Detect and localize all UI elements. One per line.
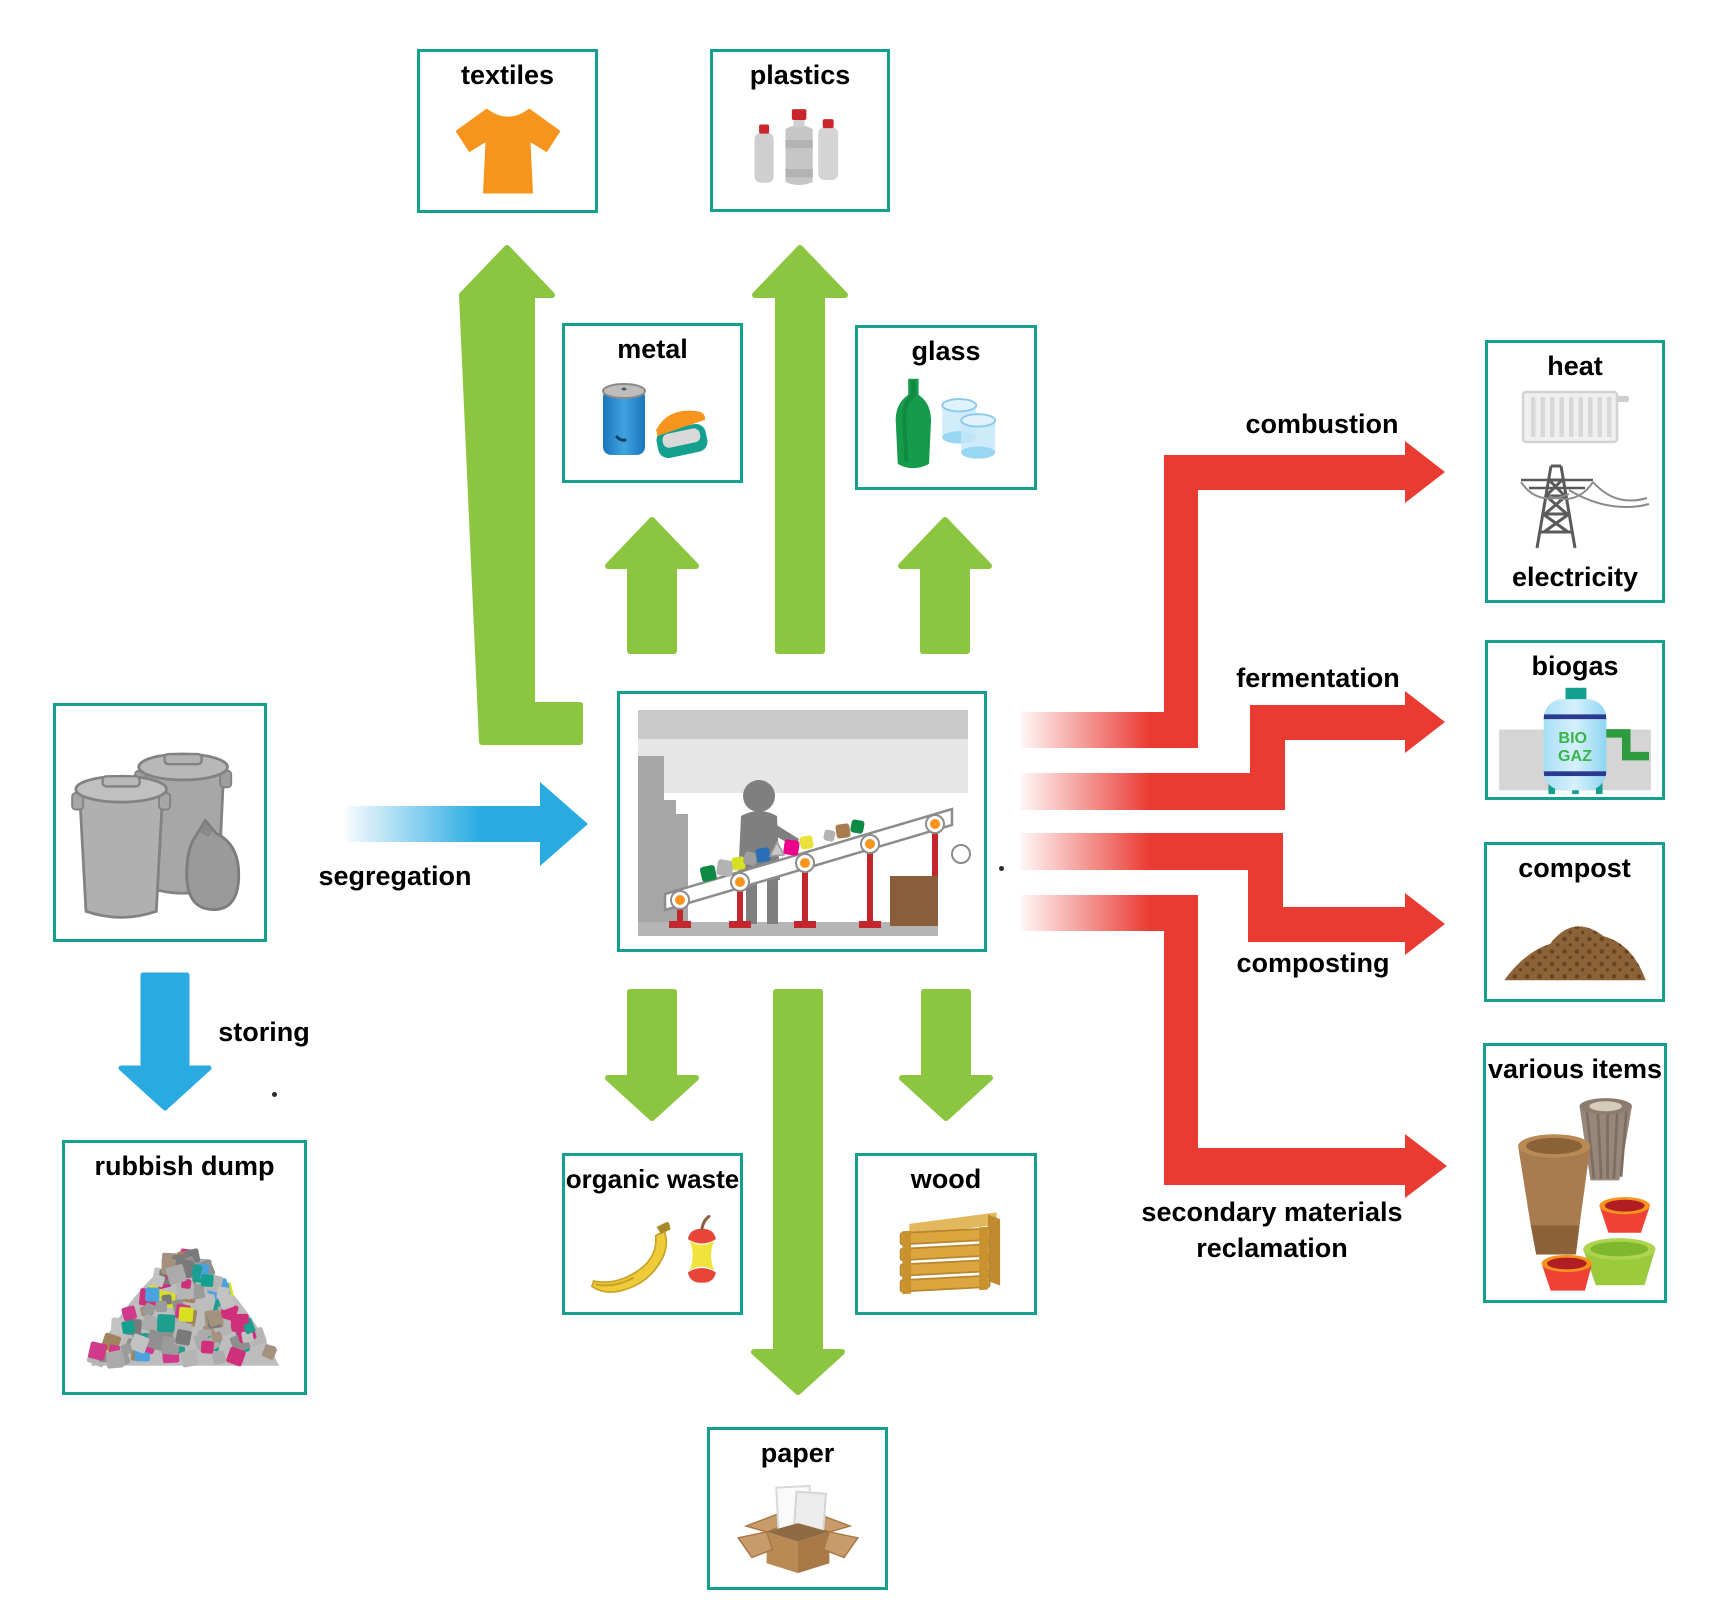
node-various-items: various items xyxy=(1483,1043,1667,1303)
biogas-tank-icon: BIO GAZ xyxy=(1499,687,1651,794)
node-rubbish-bins xyxy=(53,703,267,942)
various-items-label: various items xyxy=(1487,1054,1663,1084)
biogas-label: biogas xyxy=(1531,651,1619,681)
paper-box-icon xyxy=(736,1484,859,1574)
rubbish-pile-icon xyxy=(86,1248,279,1369)
node-organic-waste: organic waste xyxy=(562,1153,743,1315)
node-plastics: plastics xyxy=(710,49,890,212)
arrow-to-organic-waste xyxy=(605,989,699,1121)
various-items-icon xyxy=(1518,1097,1656,1291)
organic-waste-icon xyxy=(590,1214,716,1293)
node-heat-electricity: heat xyxy=(1485,340,1665,603)
wood-label: wood xyxy=(910,1164,982,1194)
label-composting: composting xyxy=(1236,948,1390,978)
electricity-pylon-icon xyxy=(1520,464,1650,549)
node-sorting-facility xyxy=(617,691,987,952)
plastic-bottles-icon xyxy=(754,109,839,185)
paper-label: paper xyxy=(760,1438,835,1468)
arrow-to-plastics xyxy=(752,245,848,654)
arrow-fermentation xyxy=(1020,691,1445,810)
arrow-storing xyxy=(118,972,212,1111)
node-compost: compost xyxy=(1484,842,1665,1002)
svg-text:BIO GAZ: BIO GAZ xyxy=(1558,728,1592,764)
rubbish-dump-label: rubbish dump xyxy=(94,1151,275,1181)
arrow-to-wood xyxy=(899,989,993,1121)
node-glass: glass xyxy=(855,325,1037,490)
label-secondary-line2: reclamation xyxy=(1196,1233,1348,1263)
label-segregation: segregation xyxy=(318,861,472,891)
label-fermentation: fermentation xyxy=(1236,663,1400,693)
radiator-icon xyxy=(1521,390,1629,444)
arrow-combustion xyxy=(1020,441,1445,748)
metal-label: metal xyxy=(617,334,688,364)
biogas-tank-text: BIO xyxy=(1558,728,1587,746)
tshirt-icon xyxy=(455,108,560,193)
label-combustion: combustion xyxy=(1245,409,1399,439)
compost-pile-icon xyxy=(1503,925,1646,980)
node-rubbish-dump: rubbish dump xyxy=(62,1140,307,1395)
arrow-to-metal xyxy=(605,517,699,654)
organic-waste-label: organic waste xyxy=(565,1164,740,1194)
node-paper: paper xyxy=(707,1427,888,1590)
arrow-to-paper xyxy=(751,989,845,1395)
biogas-tank-text: GAZ xyxy=(1558,746,1592,764)
label-storing: storing xyxy=(218,1017,310,1047)
node-metal: metal xyxy=(562,323,743,483)
arrow-composting xyxy=(1020,833,1445,955)
textiles-label: textiles xyxy=(460,60,555,90)
arrow-to-textiles xyxy=(459,245,583,745)
trash-bins-icon xyxy=(71,752,241,919)
arrow-segregation xyxy=(345,782,588,866)
glass-label: glass xyxy=(911,336,981,366)
compost-label: compost xyxy=(1518,853,1631,883)
glass-bottle-icon xyxy=(895,378,997,469)
stray-dot xyxy=(272,1092,277,1097)
label-secondary-line1: secondary materials xyxy=(1141,1197,1403,1227)
node-biogas: biogas BIO GAZ xyxy=(1485,640,1665,800)
sorting-facility-icon xyxy=(638,710,971,936)
plastics-label: plastics xyxy=(749,60,851,90)
node-wood: wood xyxy=(855,1153,1037,1315)
wood-crate-icon xyxy=(899,1211,1001,1294)
node-textiles: textiles xyxy=(417,49,598,213)
arrow-secondary-materials xyxy=(1020,895,1447,1198)
heat-label: heat xyxy=(1547,351,1603,381)
metal-cans-icon xyxy=(601,382,708,458)
label-secondary-materials: secondary materials reclamation xyxy=(1141,1194,1402,1266)
arrow-to-glass xyxy=(898,517,992,654)
stray-dot xyxy=(999,866,1004,871)
electricity-label: electricity xyxy=(1511,562,1639,592)
